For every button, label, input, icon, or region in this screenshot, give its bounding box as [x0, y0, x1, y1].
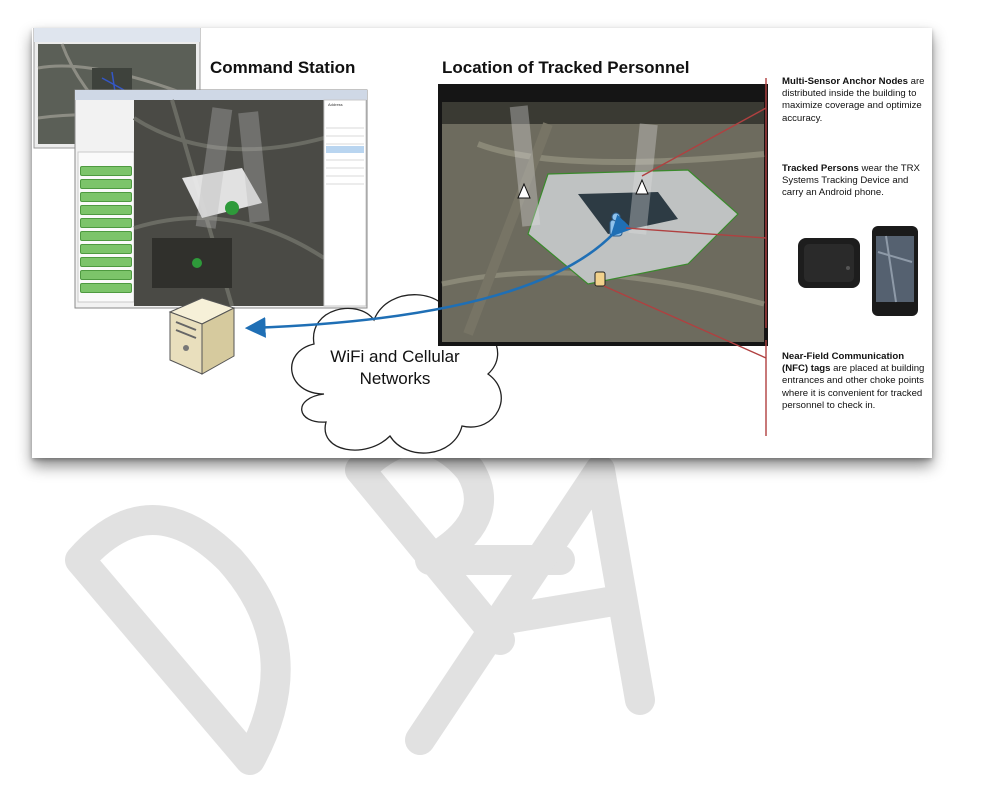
anchor-nodes-text: are distributed inside the building to m… [782, 76, 925, 124]
sidebar-green-button[interactable] [80, 179, 132, 189]
network-link-arrow [244, 78, 767, 436]
tracked-persons-text: wear the TRX Systems Tracking Device and… [782, 163, 920, 199]
sidebar-green-button[interactable] [80, 270, 132, 280]
sidebar-green-button[interactable] [80, 283, 132, 293]
tracking-device-and-phone [798, 226, 918, 316]
cloud-label-line1: WiFi and Cellular [330, 347, 460, 366]
tracked-persons-note: Tracked Persons wear the TRX Systems Tra… [782, 163, 932, 200]
sidebar-green-button[interactable] [80, 192, 132, 202]
cloud-label-line2: Networks [359, 369, 431, 388]
server-icon [168, 297, 236, 375]
sidebar-green-button[interactable] [80, 231, 132, 241]
nfc-tags-title: Near-Field Communication (NFC) tags [782, 351, 905, 375]
nfc-tags-text: are placed at building entrances and oth… [782, 363, 925, 411]
nfc-tags-note: Near-Field Communication (NFC) tags are … [782, 351, 932, 412]
cloud-label: WiFi and Cellular Networks [290, 346, 500, 390]
tracked-location-heading: Location of Tracked Personnel [442, 58, 690, 77]
app-sidebar [80, 166, 132, 296]
sidebar-green-button[interactable] [80, 218, 132, 228]
diagram-card: Address Command Station Location of Trac… [32, 28, 932, 458]
anchor-nodes-title: Multi-Sensor Anchor Nodes [782, 76, 908, 87]
sidebar-green-button[interactable] [80, 244, 132, 254]
sidebar-green-button[interactable] [80, 205, 132, 215]
sidebar-green-button[interactable] [80, 166, 132, 176]
tracked-persons-title: Tracked Persons [782, 163, 859, 174]
anchor-nodes-note: Multi-Sensor Anchor Nodes are distribute… [782, 76, 932, 125]
sidebar-green-button[interactable] [80, 257, 132, 267]
command-station-heading: Command Station [210, 58, 356, 77]
address-label: Address [328, 102, 343, 107]
